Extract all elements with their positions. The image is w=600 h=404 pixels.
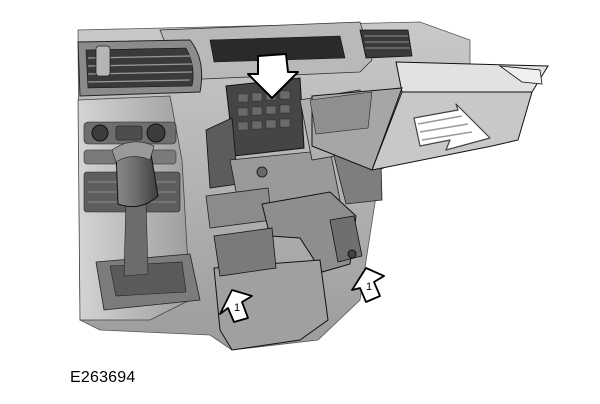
fuse-box [205, 77, 305, 189]
figure-id: E263694 [70, 369, 136, 386]
callout-label: 1 [366, 281, 372, 293]
callout-label: 1 [234, 302, 240, 314]
downward-push-arrow-icon [247, 53, 299, 99]
left-air-vent [77, 39, 203, 97]
lower-dash-bracket [213, 191, 363, 351]
gear-shifter [95, 141, 201, 311]
outward-pull-arrow-icon [413, 103, 491, 151]
right-air-vent [359, 29, 413, 59]
callout-arrow-1-left-icon: 1 [219, 289, 253, 323]
callout-arrow-1-right-icon: 1 [351, 267, 385, 303]
